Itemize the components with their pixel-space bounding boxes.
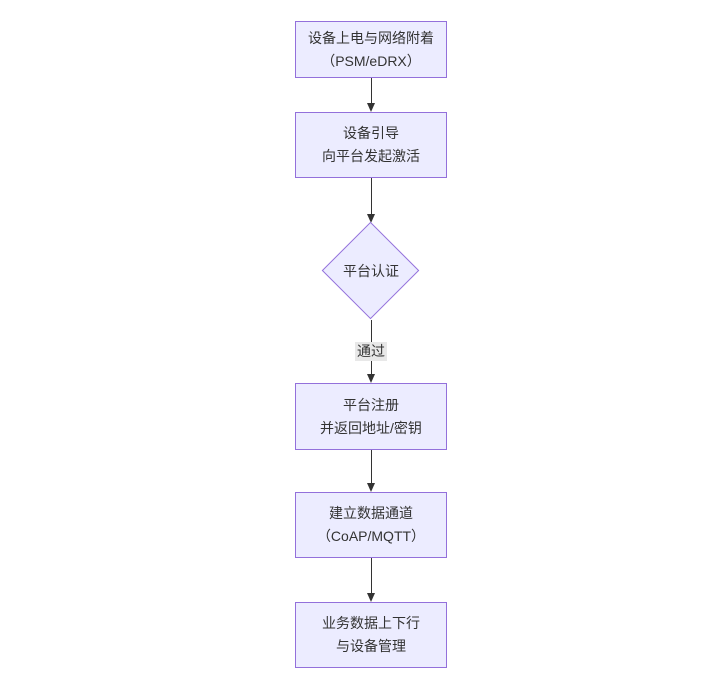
- arrow-line: [370, 78, 372, 104]
- node-text-line: 与设备管理: [336, 638, 406, 654]
- flow-node-power-attach: 设备上电与网络附着 （PSM/eDRX）: [295, 21, 447, 78]
- edge-label-pass: 通过: [355, 342, 387, 361]
- flow-node-business-data: 业务数据上下行 与设备管理: [295, 602, 447, 668]
- arrow-line: [370, 558, 372, 594]
- arrowhead-down-icon: [366, 374, 375, 383]
- arrowhead-down-icon: [366, 103, 375, 112]
- flow-node-data-channel: 建立数据通道 （CoAP/MQTT）: [295, 492, 447, 558]
- node-text-line: 设备引导: [343, 125, 399, 141]
- node-text-line: （PSM/eDRX）: [321, 52, 421, 69]
- node-text-line: 平台认证: [343, 263, 399, 279]
- flow-node-register: 平台注册 并返回地址/密钥: [295, 383, 447, 450]
- arrowhead-down-icon: [366, 593, 375, 602]
- node-text-line: 业务数据上下行: [322, 615, 420, 631]
- arrowhead-down-icon: [366, 214, 375, 223]
- node-text-line: 向平台发起激活: [322, 148, 420, 164]
- node-text-line: 建立数据通道: [329, 505, 413, 521]
- node-text-line: （CoAP/MQTT）: [316, 528, 426, 544]
- node-text-line: 设备上电与网络附着: [308, 29, 434, 46]
- arrow-line: [370, 450, 372, 484]
- node-text-line: 平台注册: [343, 396, 399, 413]
- node-text-line: 并返回地址/密钥: [320, 419, 422, 436]
- arrow-line: [370, 178, 372, 215]
- arrowhead-down-icon: [366, 483, 375, 492]
- flow-node-bootstrap: 设备引导 向平台发起激活: [295, 112, 447, 178]
